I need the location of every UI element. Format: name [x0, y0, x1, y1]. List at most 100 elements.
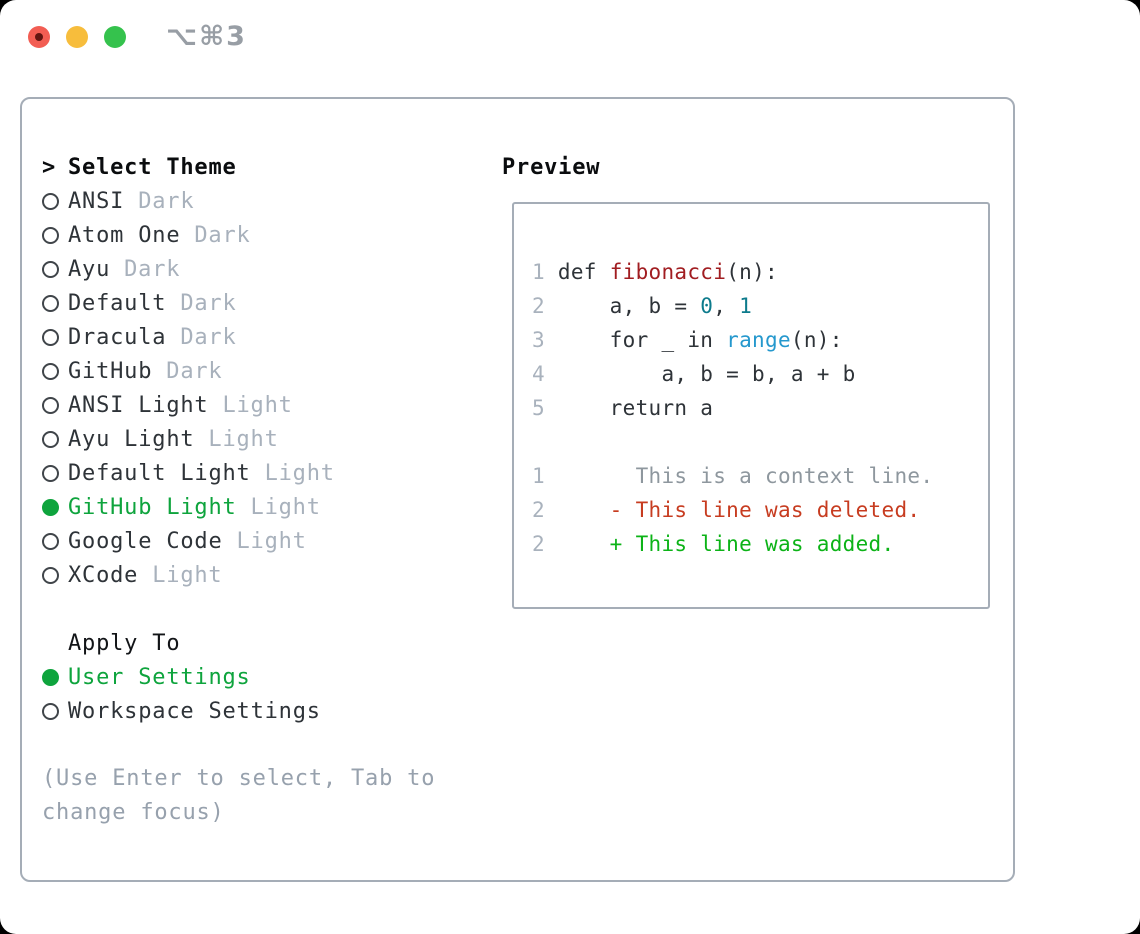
theme-option-ayu-light-light[interactable]: Ayu Light Light — [42, 422, 335, 456]
theme-option-xcode-light[interactable]: XCode Light — [42, 558, 335, 592]
preview-label: Preview — [502, 154, 601, 180]
code-token: range — [726, 328, 791, 352]
diff-line-added: 2 + This line was added. — [532, 527, 933, 561]
theme-name: GitHub Light — [68, 494, 237, 520]
radio-marker — [42, 566, 68, 584]
theme-name: ANSI — [68, 188, 125, 214]
minimize-button[interactable] — [66, 26, 88, 48]
theme-name: Atom One — [68, 222, 181, 248]
code-token: a, b = b, a + b — [557, 362, 856, 386]
radio-icon — [42, 192, 59, 210]
radio-selected-icon — [42, 498, 59, 516]
theme-name: Ayu Light — [68, 426, 195, 452]
code-line: 1 def fibonacci(n): — [532, 255, 933, 289]
radio-marker — [42, 532, 68, 550]
radio-icon — [42, 226, 59, 244]
theme-name: XCode — [68, 562, 139, 588]
theme-variant-tag: Dark — [180, 290, 237, 316]
apply-option-workspace-settings[interactable]: Workspace Settings — [42, 694, 321, 728]
zoom-button[interactable] — [104, 26, 126, 48]
line-number: 2 — [532, 532, 545, 556]
theme-option-dracula-dark[interactable]: Dracula Dark — [42, 320, 335, 354]
radio-icon — [42, 396, 59, 414]
code-token: (n): — [790, 328, 843, 352]
blank-line — [532, 425, 933, 459]
apply-option-label: Workspace Settings — [68, 698, 321, 724]
diff-marker: + — [609, 532, 623, 556]
apply-option-user-settings[interactable]: User Settings — [42, 660, 321, 694]
theme-name: Google Code — [68, 528, 223, 554]
line-number: 2 — [532, 294, 545, 318]
hint-text: (Use Enter to select, Tab to change focu… — [42, 766, 436, 825]
theme-variant-tag: Light — [264, 460, 335, 486]
code-token: 1 — [739, 294, 753, 318]
code-line: 5 return a — [532, 391, 933, 425]
theme-variant-tag: Light — [236, 528, 307, 554]
code-token: fibonacci — [609, 260, 727, 284]
theme-variant-tag: Dark — [180, 324, 237, 350]
theme-variant-tag: Light — [208, 426, 279, 452]
code-token: return a — [557, 396, 714, 420]
line-number: 5 — [532, 396, 545, 420]
diff-line-context: 1 This is a context line. — [532, 459, 933, 493]
apply-to-header: Apply To — [42, 626, 321, 660]
radio-selected-icon — [42, 668, 59, 686]
theme-option-default-light-light[interactable]: Default Light Light — [42, 456, 335, 490]
theme-option-default-dark[interactable]: Default Dark — [42, 286, 335, 320]
code-token: (n): — [726, 260, 778, 284]
code-token: def — [557, 260, 610, 284]
radio-icon — [42, 294, 59, 312]
code-token: for _ in — [557, 328, 727, 352]
preview-header: Preview — [502, 150, 600, 184]
diff-marker: - — [609, 498, 623, 522]
radio-marker — [42, 260, 68, 278]
theme-name: GitHub — [68, 358, 153, 384]
theme-variant-tag: Dark — [138, 188, 195, 214]
radio-marker — [42, 396, 68, 414]
radio-marker — [42, 192, 68, 210]
theme-variant-tag: Dark — [194, 222, 251, 248]
radio-marker — [42, 464, 68, 482]
code-token: , — [713, 294, 740, 318]
line-number: 3 — [532, 328, 545, 352]
radio-marker — [42, 362, 68, 380]
apply-option-label: User Settings — [68, 664, 251, 690]
radio-icon — [42, 464, 59, 482]
theme-name: Default Light — [68, 460, 251, 486]
line-number: 2 — [532, 498, 545, 522]
line-number: 1 — [532, 260, 545, 284]
theme-name: Ayu — [68, 256, 111, 282]
theme-option-atom-one-dark[interactable]: Atom One Dark — [42, 218, 335, 252]
close-button[interactable] — [28, 26, 50, 48]
theme-name: Dracula — [68, 324, 167, 350]
line-number: 1 — [532, 464, 545, 488]
theme-variant-tag: Light — [152, 562, 223, 588]
window-title: ⌥⌘3 — [166, 21, 247, 52]
theme-option-ansi-light-light[interactable]: ANSI Light Light — [42, 388, 335, 422]
radio-icon — [42, 702, 59, 720]
line-number: 4 — [532, 362, 545, 386]
radio-marker — [42, 702, 68, 720]
diff-text: This line was added. — [635, 532, 895, 556]
code-token: a, b = — [557, 294, 701, 318]
radio-icon — [42, 532, 59, 550]
code-token: 0 — [700, 294, 714, 318]
theme-name: Default — [68, 290, 167, 316]
theme-option-ansi-dark[interactable]: ANSI Dark — [42, 184, 335, 218]
prompt-marker: > — [42, 155, 68, 180]
theme-option-google-code-light[interactable]: Google Code Light — [42, 524, 335, 558]
theme-variant-tag: Light — [222, 392, 293, 418]
radio-icon — [42, 430, 59, 448]
radio-marker — [42, 294, 68, 312]
radio-icon — [42, 260, 59, 278]
theme-name: ANSI Light — [68, 392, 209, 418]
radio-marker — [42, 328, 68, 346]
radio-icon — [42, 362, 59, 380]
